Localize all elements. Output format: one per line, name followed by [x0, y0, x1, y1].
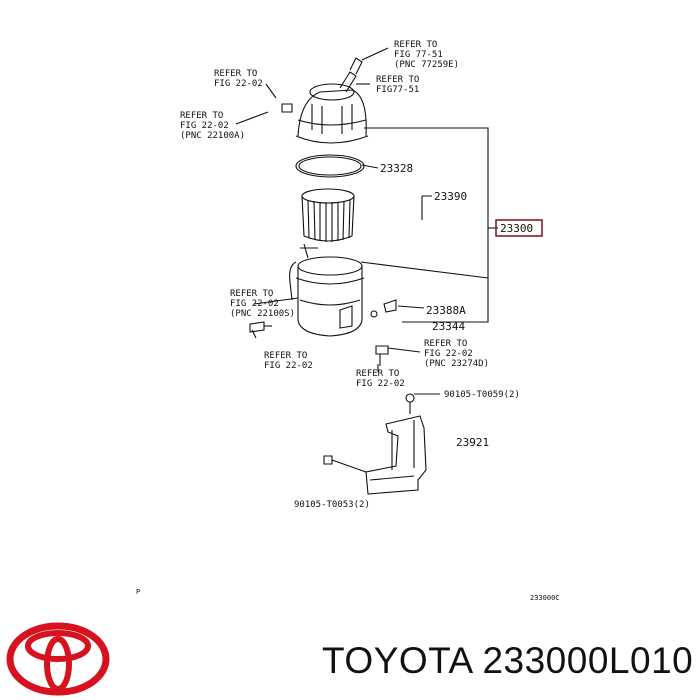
part-number-23388a: 23388A — [426, 304, 466, 317]
svg-text:REFER TO: REFER TO — [394, 40, 437, 50]
part-number-23300[interactable]: 23300 — [500, 222, 533, 235]
svg-text:(PNC 77259E): (PNC 77259E) — [394, 60, 459, 70]
svg-text:FIG 22-02: FIG 22-02 — [356, 379, 405, 389]
filter-element-drawing — [301, 188, 355, 242]
callout-refer-77-51: REFER TO FIG77-51 — [376, 75, 419, 95]
part-number-23390: 23390 — [434, 190, 467, 203]
callout-refer-22-02-d: REFER TO FIG 22-02 — [264, 351, 313, 371]
svg-text:FIG 22-02: FIG 22-02 — [424, 349, 473, 359]
svg-text:REFER TO: REFER TO — [230, 289, 273, 299]
svg-text:REFER TO: REFER TO — [214, 69, 257, 79]
callout-refer-22-02-a: REFER TO FIG 22-02 — [214, 69, 263, 89]
callout-refer-22-02-c: REFER TO FIG 22-02 (PNC 22100S) — [230, 289, 295, 319]
svg-text:(PNC 22100S): (PNC 22100S) — [230, 309, 295, 319]
filter-cap-drawing — [281, 47, 389, 144]
part-number-23328: 23328 — [380, 162, 413, 175]
svg-text:REFER TO: REFER TO — [424, 339, 467, 349]
bracket-drawing — [323, 393, 427, 495]
callout-refer-77-51-pnc: REFER TO FIG 77-51 (PNC 77259E) — [394, 40, 459, 70]
svg-text:(PNC 23274D): (PNC 23274D) — [424, 359, 489, 369]
drawing-code: 233000C — [530, 594, 560, 602]
svg-text:REFER TO: REFER TO — [180, 111, 223, 121]
part-number-90105-bottom: 90105-T0053(2) — [294, 500, 370, 510]
toyota-logo-icon — [6, 622, 110, 696]
o-ring-drawing — [295, 154, 365, 178]
svg-text:FIG 22-02: FIG 22-02 — [264, 361, 313, 371]
part-number-23344: 23344 — [432, 320, 465, 333]
callout-refer-22-02-e: REFER TO FIG 22-02 (PNC 23274D) — [424, 339, 489, 369]
svg-text:FIG 22-02: FIG 22-02 — [230, 299, 279, 309]
svg-text:FIG 22-02: FIG 22-02 — [180, 121, 229, 131]
svg-text:REFER TO: REFER TO — [264, 351, 307, 361]
brand-part-number-title: TOYOTA 233000L010 — [322, 640, 694, 681]
highlight-box-23300 — [495, 219, 543, 237]
p-mark: P — [136, 588, 140, 596]
svg-text:REFER TO: REFER TO — [376, 75, 419, 85]
part-number-90105-top: 90105-T0059(2) — [444, 390, 520, 400]
callout-refer-22-02-f: REFER TO FIG 22-02 — [356, 369, 405, 389]
callout-refer-22-02-b: REFER TO FIG 22-02 (PNC 22100A) — [180, 111, 245, 141]
svg-text:(PNC 22100A): (PNC 22100A) — [180, 131, 245, 141]
svg-text:FIG 77-51: FIG 77-51 — [394, 50, 443, 60]
part-number-23921: 23921 — [456, 436, 489, 449]
leader-lines — [235, 83, 498, 395]
svg-text:REFER TO: REFER TO — [356, 369, 399, 379]
svg-text:FIG 22-02: FIG 22-02 — [214, 79, 263, 89]
filter-case-drawing — [289, 243, 365, 337]
svg-text:FIG77-51: FIG77-51 — [376, 85, 419, 95]
